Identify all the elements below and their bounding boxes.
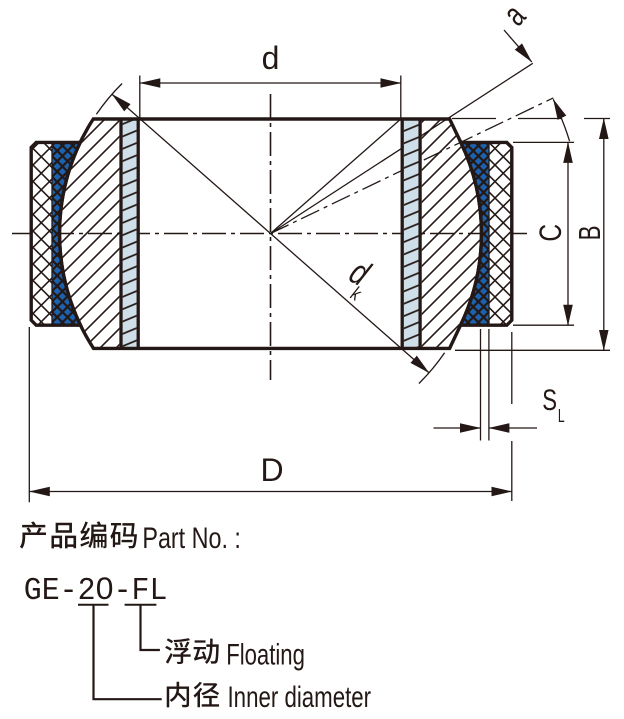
svg-text:S: S <box>542 383 557 417</box>
svg-text:Floating: Floating <box>226 638 305 671</box>
svg-text:C: C <box>532 224 568 242</box>
svg-text:L: L <box>558 406 565 426</box>
svg-text:GE-2: GE-2 <box>24 573 96 609</box>
svg-text:Inner diameter: Inner diameter <box>228 681 372 714</box>
svg-text:D: D <box>260 452 283 488</box>
svg-text:0: 0 <box>96 570 114 606</box>
svg-text:Part No. :: Part No. : <box>142 522 241 555</box>
svg-text:B: B <box>573 226 607 241</box>
svg-text:-FL: -FL <box>114 573 168 609</box>
svg-text:d: d <box>262 40 280 76</box>
